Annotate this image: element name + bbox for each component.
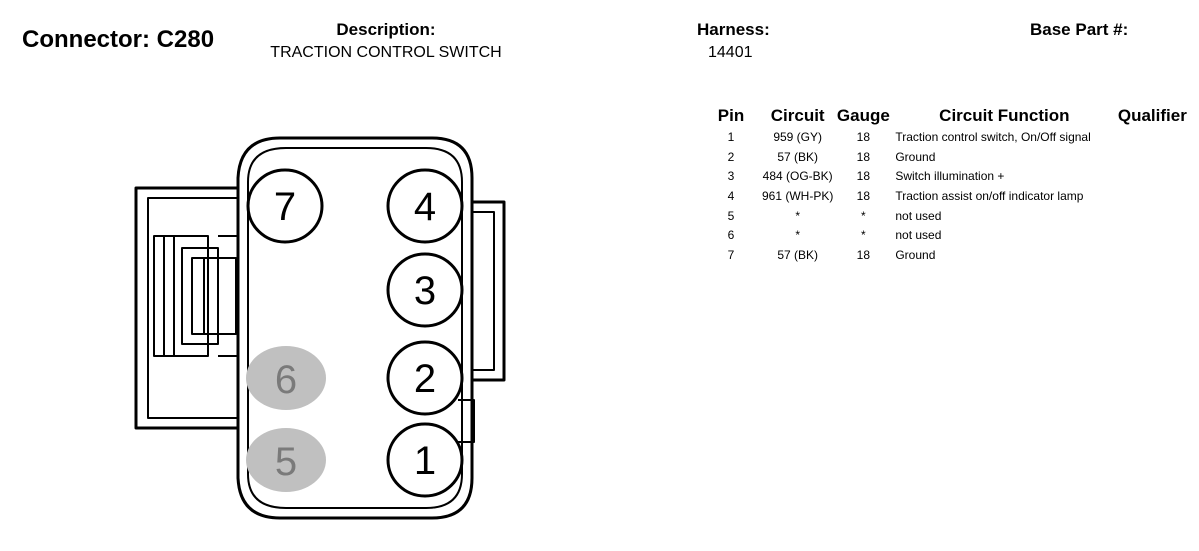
table-row: 5 * * not used xyxy=(700,206,1191,226)
pin-5: 5 xyxy=(246,428,326,492)
cell-function: Traction control switch, On/Off signal xyxy=(895,129,1091,144)
cell-qualifier xyxy=(1113,127,1191,147)
cell-circuit: 57 (BK) xyxy=(777,149,819,164)
table-row: 2 57 (BK) 18 Ground xyxy=(700,147,1191,167)
table-row: 1 959 (GY) 18 Traction control switch, O… xyxy=(700,127,1191,147)
cell-circuit: * xyxy=(795,208,800,223)
pin-6-label: 6 xyxy=(275,358,297,402)
pin-7: 7 xyxy=(246,168,324,244)
pin-2-label: 2 xyxy=(414,357,436,401)
pin-table: Pin Circuit Gauge Circuit Function Quali… xyxy=(700,105,1191,265)
cell-pin: 6 xyxy=(727,228,735,243)
cell-pin: 1 xyxy=(727,129,735,144)
cell-qualifier xyxy=(1113,206,1191,226)
table-row: 7 57 (BK) 18 Ground xyxy=(700,245,1191,265)
pin-5-label: 5 xyxy=(275,440,297,484)
latch-block xyxy=(153,235,209,357)
cell-pin: 3 xyxy=(727,169,735,184)
cell-qualifier xyxy=(1113,147,1191,167)
key-tab xyxy=(472,200,506,382)
table-row: 6 * * not used xyxy=(700,225,1191,245)
pin-6-circle xyxy=(246,346,326,410)
cell-circuit: 484 (OG-BK) xyxy=(762,169,833,184)
cell-gauge: 18 xyxy=(856,247,871,262)
pin-1-circle xyxy=(386,422,464,498)
pin-6: 6 xyxy=(246,346,326,410)
pin-table-header-row: Pin Circuit Gauge Circuit Function Quali… xyxy=(700,105,1191,127)
cell-circuit: 961 (WH-PK) xyxy=(762,188,834,203)
lower-tab xyxy=(458,399,475,443)
cell-pin: 5 xyxy=(727,208,735,223)
pin-2-circle xyxy=(386,340,464,416)
cell-gauge: 18 xyxy=(856,169,871,184)
cell-gauge: 18 xyxy=(856,188,871,203)
column-header-circuit: Circuit xyxy=(770,106,825,125)
cell-qualifier xyxy=(1113,186,1191,206)
cell-pin: 4 xyxy=(727,188,735,203)
cell-function: Traction assist on/off indicator lamp xyxy=(895,188,1084,203)
connector-housing-inner xyxy=(247,147,463,509)
cell-gauge: 18 xyxy=(856,129,871,144)
column-header-pin: Pin xyxy=(717,106,745,125)
description-value: TRACTION CONTROL SWITCH xyxy=(270,44,502,61)
pin-3: 3 xyxy=(386,252,464,328)
connector-title: Connector: C280 xyxy=(22,26,215,53)
cell-gauge: 18 xyxy=(856,149,871,164)
pin-4-label: 4 xyxy=(414,185,436,229)
column-header-circuit-function: Circuit Function xyxy=(939,106,1070,125)
cell-function: Ground xyxy=(895,247,936,262)
pin-1: 1 xyxy=(386,422,464,498)
pin-3-circle xyxy=(386,252,464,328)
column-header-gauge: Gauge xyxy=(836,106,890,125)
latch-frame xyxy=(134,186,238,430)
pin-7-label: 7 xyxy=(274,185,296,229)
column-header-qualifier: Qualifier xyxy=(1117,106,1187,125)
cell-qualifier xyxy=(1113,166,1191,186)
table-row: 4 961 (WH-PK) 18 Traction assist on/off … xyxy=(700,186,1191,206)
harness-label: Harness: xyxy=(697,20,770,39)
cell-function: Switch illumination + xyxy=(895,169,1005,184)
cell-function: Ground xyxy=(895,149,936,164)
pin-1-label: 1 xyxy=(414,439,436,483)
connector-housing xyxy=(236,136,474,520)
cell-gauge: * xyxy=(861,228,866,243)
table-row: 3 484 (OG-BK) 18 Switch illumination + xyxy=(700,166,1191,186)
cell-pin: 2 xyxy=(727,149,735,164)
pin-5-circle xyxy=(246,428,326,492)
cell-qualifier xyxy=(1113,225,1191,245)
cell-pin: 7 xyxy=(727,247,735,262)
base-part-label: Base Part #: xyxy=(1030,20,1129,39)
cell-function: not used xyxy=(895,208,942,223)
connector-face-diagram: 7 4 3 6 2 5 1 xyxy=(134,136,506,520)
pin-7-circle xyxy=(246,168,324,244)
cell-function: not used xyxy=(895,228,942,243)
cell-circuit: 57 (BK) xyxy=(777,247,819,262)
cell-gauge: * xyxy=(861,208,866,223)
pin-3-label: 3 xyxy=(414,269,436,313)
harness-value: 14401 xyxy=(708,44,753,61)
cell-circuit: 959 (GY) xyxy=(773,129,823,144)
description-label: Description: xyxy=(336,20,436,39)
pin-4-circle xyxy=(386,168,464,244)
pin-2: 2 xyxy=(386,340,464,416)
pin-4: 4 xyxy=(386,168,464,244)
cell-qualifier xyxy=(1113,245,1191,265)
cell-circuit: * xyxy=(795,228,800,243)
